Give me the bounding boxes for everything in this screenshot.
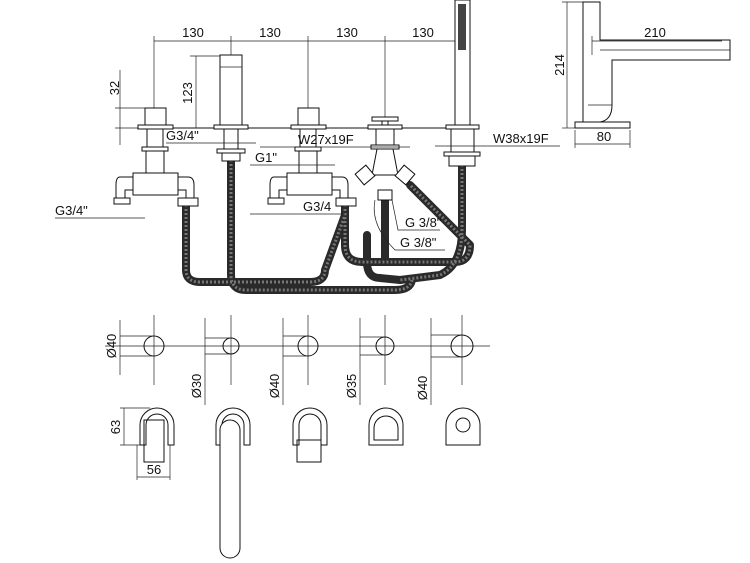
handle-width-label: 56 (147, 462, 161, 477)
w38-label: W38x19F (493, 131, 549, 146)
side-base-label: 80 (597, 129, 611, 144)
spacing-label-4: 130 (412, 25, 434, 40)
spout (213, 54, 249, 162)
g38-label-b: G 3/8" (400, 235, 437, 250)
spout-height-label: 123 (180, 82, 195, 104)
mid-inlet-label: G3/4 (303, 199, 331, 214)
side-view: 214 210 80 (552, 1, 731, 148)
diverter (354, 116, 416, 201)
spacing-label-3: 130 (336, 25, 358, 40)
left-valve (113, 107, 199, 207)
hole-diameter-4: Ø35 (344, 374, 359, 399)
hole-diameter-5: Ø40 (415, 376, 430, 401)
w27-label: W27x19F (298, 132, 354, 147)
handshower (443, 0, 481, 167)
hole-diameter-1: Ø40 (104, 334, 119, 359)
height-dimensions: 32 123 (107, 55, 220, 145)
side-height-label: 214 (552, 54, 567, 76)
hole-diameter-2: Ø30 (189, 374, 204, 399)
valve-thread-label: G3/4" (166, 128, 199, 143)
hole-diameter-3: Ø40 (267, 374, 282, 399)
handle-top-views: 63 56 (108, 407, 481, 559)
g38-label-a: G 3/8" (405, 215, 442, 230)
right-valve (267, 107, 357, 207)
side-reach-label: 210 (644, 25, 666, 40)
spacing-label-2: 130 (259, 25, 281, 40)
spacing-label-1: 130 (182, 25, 204, 40)
connection-labels: G3/4" W27x19F W38x19F G1" G3/4" G3/4 G 3… (55, 128, 560, 251)
hoses (182, 156, 474, 294)
handle-height-label: 63 (108, 420, 123, 434)
valve-height-label: 32 (107, 81, 122, 95)
spacing-dimension: 130 130 130 130 (153, 25, 462, 128)
left-inlet-label: G3/4" (55, 203, 88, 218)
g1-label: G1" (255, 150, 277, 165)
hole-layout: Ø40 Ø30 Ø40 Ø35 Ø40 (104, 315, 490, 405)
